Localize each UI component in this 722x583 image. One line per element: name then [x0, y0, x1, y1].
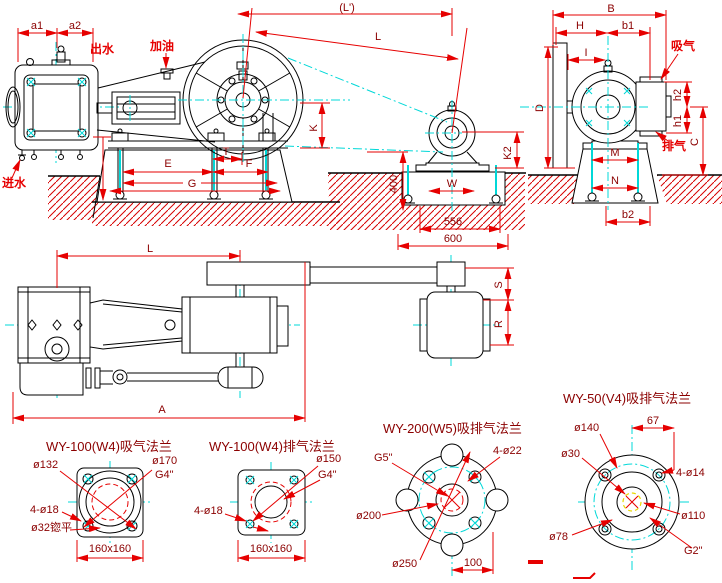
dim-label-w: W [447, 178, 458, 190]
dim-label-g: G [188, 178, 197, 190]
belt-lower [284, 145, 444, 153]
dim-label-h: H [576, 20, 584, 32]
view-end-right: B H b1 I D 吸气 h2 h1 C 排气 M N b2 [520, 3, 708, 226]
flange2-bolt-holes [245, 475, 299, 529]
dim-label-600: 600 [444, 233, 462, 245]
dim-label-h1: h1 [672, 115, 684, 127]
dim-label-l-front: L [375, 31, 381, 43]
dim-label-r: R [493, 320, 505, 328]
flange3-holes: 4-ø22 [493, 445, 522, 457]
flange4-hub: ø78 [549, 531, 568, 543]
dim-label-b: B [607, 3, 614, 15]
dim-label-a1: a1 [31, 20, 43, 32]
flange2-bore: ø150 [316, 453, 341, 465]
dim-label-c: C [689, 138, 701, 146]
view-front: (L') L 加油 K E F T G W K2 400 556 600 [93, 2, 524, 250]
flange3-bore: ø200 [356, 510, 381, 522]
dim-label-s: S [493, 281, 505, 288]
flange4-offset: 67 [647, 415, 659, 427]
dim-label-d: D [534, 104, 546, 112]
dim-label-556: 556 [444, 216, 462, 228]
flange2-thread: G4" [318, 469, 337, 481]
flange4-bolt-circle: ø110 [681, 510, 705, 522]
flange2-square: 160x160 [250, 543, 292, 555]
flange4-outer: ø140 [574, 422, 599, 434]
dim-label-n: N [611, 175, 619, 187]
belt-upper [287, 57, 448, 123]
dim-label-l-plan: L [147, 243, 153, 255]
dim-label-b1: b1 [622, 20, 634, 32]
flange-wy200: WY-200(W5)吸排气法兰 G5" 4-ø22 ø200 ø250 100 [356, 421, 522, 578]
flange1-thread: G4" [155, 469, 174, 481]
dim-label-k2: K2 [502, 146, 514, 159]
dim-label-e: E [164, 158, 171, 170]
flange3-offset: 100 [464, 557, 482, 569]
motor-plan [419, 261, 491, 359]
label-water-inlet: 进水 [2, 175, 27, 190]
label-exhaust: 排气 [662, 138, 686, 153]
flange1-spotface: ø32锪平 [31, 521, 72, 534]
top-valve [26, 45, 71, 66]
flange4-thread: G2" [684, 545, 703, 557]
dim-label-a2: a2 [69, 20, 81, 32]
flange1-holes: 4-ø18 [30, 504, 59, 516]
flange4-bore: ø30 [561, 448, 580, 460]
flywheel [178, 34, 350, 162]
flange2-holes: 4-ø18 [194, 505, 223, 517]
flange3-thread: G5" [374, 452, 393, 464]
pulley-edge [552, 42, 568, 169]
dim-label-i: I [584, 47, 587, 59]
corner-bolts [26, 77, 87, 138]
label-suction: 吸气 [671, 38, 695, 53]
flange4-title: WY-50(V4)吸排气法兰 [563, 391, 691, 406]
flange4-holes: 4-ø14 [676, 467, 705, 479]
dim-label-m: M [610, 147, 619, 159]
dim-label-b2: b2 [622, 209, 634, 221]
flange1-title: WY-100(W4)吸气法兰 [46, 439, 172, 454]
red-marks [528, 560, 596, 579]
dim-label-a: A [158, 404, 166, 416]
dim-label-400: 400 [388, 175, 400, 193]
dim-label-f: F [246, 158, 253, 170]
flange1-bore: ø132 [33, 459, 58, 471]
label-oil-fill: 加油 [149, 38, 174, 53]
flange1-square: 160x160 [89, 543, 131, 555]
dim-label-h2: h2 [672, 89, 684, 101]
eccentric-rod [85, 366, 264, 389]
label-water-outlet: 出水 [90, 41, 115, 56]
flange-suction-wy100: WY-100(W4)吸气法兰 ø132 ø170 G4" 4-ø18 ø32锪平… [30, 439, 177, 562]
flange-wy50: WY-50(V4)吸排气法兰 67 ø140 ø30 4-ø14 ø110 ø7… [549, 391, 705, 572]
view-side-left: a1 a2 出水 进水 [2, 20, 122, 190]
dim-label-k: K [308, 124, 320, 132]
flange3-title: WY-200(W5)吸排气法兰 [383, 421, 522, 436]
motor-front [401, 100, 506, 214]
flywheel-plan [206, 261, 311, 286]
dim-label-l-prime: (L') [339, 2, 355, 14]
flange-exhaust-wy100: WY-100(W4)排气法兰 ø150 G4" 4-ø18 160x160 [194, 439, 341, 562]
flange3-outer: ø250 [392, 558, 417, 570]
drain-cocks [18, 150, 83, 161]
flange2-title: WY-100(W4)排气法兰 [209, 439, 335, 454]
view-plan: L A S R [5, 243, 514, 424]
plan-bolts [27, 319, 83, 331]
dim-label-t: T [223, 146, 230, 158]
flange1-outer: ø170 [152, 455, 177, 467]
